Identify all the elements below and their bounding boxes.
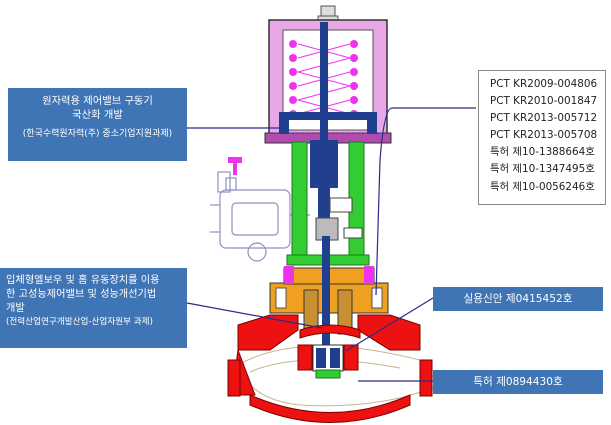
patent-item: PCT KR2010-001847 bbox=[490, 95, 598, 108]
callout-trim-line-2: 한 고성능제어밸브 및 성능개선기법 bbox=[6, 288, 157, 300]
valve-body bbox=[227, 314, 433, 423]
spring-coils bbox=[289, 40, 358, 118]
trim-cage bbox=[312, 344, 344, 379]
patent-item: 특허 제10-0056246호 bbox=[490, 180, 595, 193]
callout-actuator-note: (한국수력원자력(주) 중소기업지원과제) bbox=[22, 128, 173, 139]
callout-patent-body-label: 특허 제0894430호 bbox=[473, 376, 563, 388]
callout-trim: 입체형엘보우 및 홈 유동장치를 이용 한 고성능제어밸브 및 성능개선기법 개… bbox=[0, 268, 187, 348]
patent-item: 특허 제10-1347495호 bbox=[490, 163, 595, 176]
patent-item: 특허 제10-1388664호 bbox=[490, 146, 595, 159]
stem-connector bbox=[315, 197, 363, 241]
callout-utility-model: 실용신안 제0415452호 bbox=[433, 287, 603, 311]
callout-trim-note: (전력산업연구개발산업-산업자원부 과제) bbox=[6, 317, 153, 328]
callout-patent-body: 특허 제0894430호 bbox=[433, 370, 603, 394]
lower-stem bbox=[322, 236, 330, 346]
callout-trim-line-1: 입체형엘보우 및 홈 유동장치를 이용 bbox=[6, 275, 160, 286]
callout-actuator-line-2: 국산화 개발 bbox=[72, 108, 123, 121]
patent-item: PCT KR2013-005712 bbox=[490, 112, 598, 125]
air-fitting-icon bbox=[228, 157, 242, 175]
callout-trim-line-3: 개발 bbox=[6, 302, 25, 314]
callout-actuator-line-1: 원자력용 제어밸브 구동기 bbox=[42, 95, 153, 107]
patent-item: PCT KR2009-004806 bbox=[490, 78, 598, 90]
leader-lines bbox=[186, 107, 476, 382]
patent-list: PCT KR2009-004806 PCT KR2010-001847 PCT … bbox=[478, 70, 606, 205]
callout-utility-model-label: 실용신안 제0415452호 bbox=[463, 293, 573, 305]
callout-actuator: 원자력용 제어밸브 구동기 국산화 개발 (한국수력원자력(주) 중소기업지원과… bbox=[8, 88, 187, 161]
patent-item: PCT KR2013-005708 bbox=[490, 129, 598, 142]
